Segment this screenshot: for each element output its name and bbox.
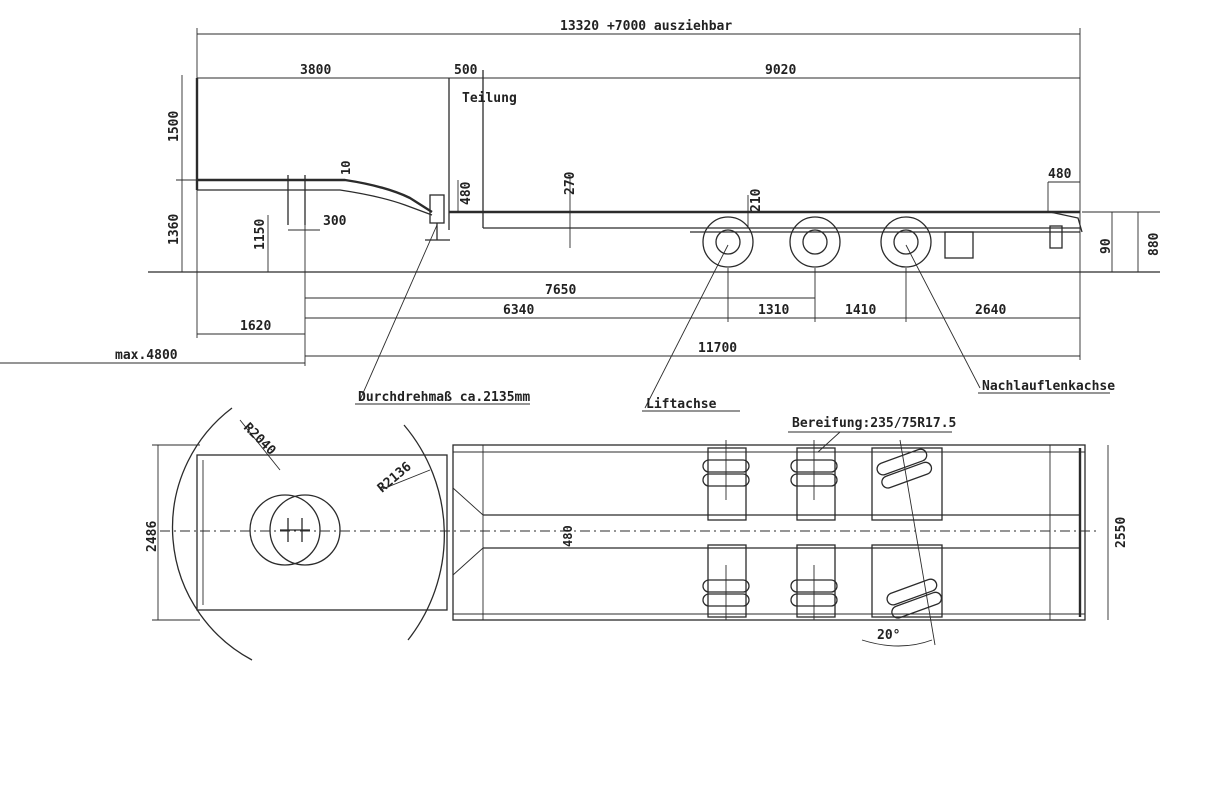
radius-inner-label: R2136 xyxy=(375,459,415,496)
dim-axle12-label: 1310 xyxy=(758,303,789,318)
tyre-callout-label: Bereifung:235/75R17.5 xyxy=(792,416,956,431)
tyres-axle-1 xyxy=(702,440,750,620)
rear-end xyxy=(1049,211,1083,233)
dim-kingpin-offset-label: 300 xyxy=(323,214,347,229)
callout-trailing: Nachlauflenkachse xyxy=(982,379,1115,394)
teilung-label: Teilung xyxy=(462,91,517,106)
dim-split-label: 500 xyxy=(454,63,478,78)
dim-tiny-label: 10 xyxy=(339,161,353,175)
dim-coupling-height-label: 1360 xyxy=(167,214,182,245)
wheel-axle-3 xyxy=(880,216,932,268)
callout-lift: Liftachse xyxy=(646,397,717,412)
front-width-label: 2486 xyxy=(145,521,160,552)
dim-deck-label: 9020 xyxy=(765,63,796,78)
deck-plan xyxy=(452,444,1086,621)
dim-front-overhang-label: 1620 xyxy=(240,319,271,334)
turning-arc-inner xyxy=(403,424,445,641)
dim-to-axle1-label: 6340 xyxy=(503,303,534,318)
side-view: 13320 +7000 ausziehbar 3800 500 9020 Tei… xyxy=(0,19,1162,412)
fifth-wheel-right xyxy=(269,494,341,566)
wheel-well-1-top xyxy=(707,447,747,521)
wheel-well-3-bot xyxy=(871,544,943,618)
top-view: R2040 R2136 xyxy=(145,407,1129,661)
tyres-axle-2 xyxy=(790,440,838,620)
tyres-axle-3-steered xyxy=(876,439,943,646)
dim-overall-label: 13320 +7000 ausziehbar xyxy=(560,19,732,34)
dim-front-height-label: 1500 xyxy=(167,111,182,142)
rear-box xyxy=(944,231,974,259)
dim-rear-drop-label: 90 xyxy=(1099,238,1114,254)
dim-total-length-label: 11700 xyxy=(698,341,737,356)
leader-lift xyxy=(644,244,729,409)
dim-rear-overhang-label: 2640 xyxy=(975,303,1006,318)
hub-axle-3 xyxy=(893,229,919,255)
dim-kingpin-height-label: 1150 xyxy=(253,219,268,250)
dim-max-radius-label: max.4800 xyxy=(115,348,178,363)
leader-trailing xyxy=(905,244,981,389)
radius-line-inner xyxy=(379,469,431,491)
dim-wheelbase-label: 7650 xyxy=(545,283,576,298)
callout-turning: Durchdrehmaß ca.2135mm xyxy=(358,390,530,405)
rear-buffer xyxy=(1049,225,1063,249)
dim-axle-rise-label: 210 xyxy=(749,188,764,212)
wheel-well-3-top xyxy=(871,447,943,521)
gooseneck-underside xyxy=(197,189,433,216)
gooseneck-plan xyxy=(196,454,448,611)
dim-rear-label: 480 xyxy=(1048,167,1072,182)
support-leg xyxy=(429,194,445,224)
dim-rear-height-label: 880 xyxy=(1147,232,1162,256)
radius-line-outer xyxy=(239,419,281,471)
steer-angle-label: 20° xyxy=(877,628,900,643)
beam-taper xyxy=(452,487,484,576)
dim-axle23-label: 1410 xyxy=(845,303,876,318)
wheel-well-2-top xyxy=(796,447,836,521)
leader-turning xyxy=(359,224,438,401)
gooseneck-deck xyxy=(197,178,433,214)
dim-deck-gap-label: 270 xyxy=(563,171,578,195)
centre-dim-label: 480 xyxy=(561,525,575,547)
wheel-axle-1 xyxy=(702,216,754,268)
hub-axle-2 xyxy=(802,229,828,255)
dim-step-label: 480 xyxy=(459,181,474,205)
fifth-wheel-left xyxy=(249,494,321,566)
wheel-axle-2 xyxy=(789,216,841,268)
turning-arc-outer xyxy=(171,407,253,661)
rear-width-label: 2550 xyxy=(1114,517,1129,548)
hub-axle-1 xyxy=(715,229,741,255)
dim-gooseneck-label: 3800 xyxy=(300,63,331,78)
steer-angle-arc xyxy=(861,639,933,647)
tyre-callout-leader xyxy=(817,431,841,453)
radius-outer-label: R2040 xyxy=(240,420,278,458)
